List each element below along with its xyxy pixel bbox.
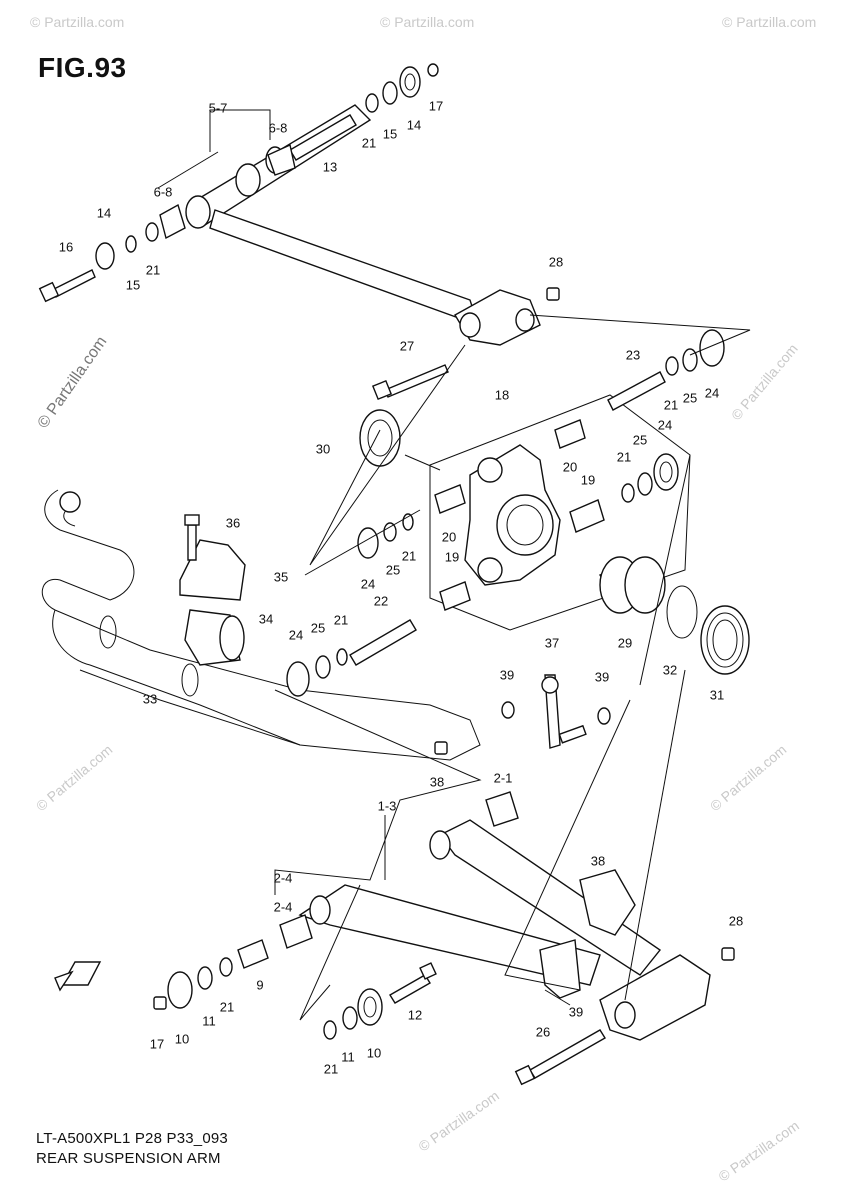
knuckle-frame-outline [429,394,691,631]
callout-2-1: 2-1 [493,770,513,786]
callout-2-4-lower: 2-4 [273,899,293,915]
front-direction-arrow-icon [54,961,102,992]
callout-24-right-mid: 24 [657,417,673,433]
callout-19-upper: 19 [580,472,596,488]
bolt-36 [184,514,200,561]
lower-arm-1-3 [298,819,711,1041]
callout-39-left: 39 [499,667,515,683]
callout-14-left: 14 [96,205,112,221]
callout-39-right: 39 [594,669,610,685]
assembly-name: REAR SUSPENSION ARM [36,1150,221,1167]
callout-27: 27 [399,338,415,354]
callout-21-lower: 21 [333,612,349,628]
callout-33: 33 [142,691,158,707]
bushings-19-20 [434,419,605,611]
callout-35: 35 [273,569,289,585]
callout-20-lower: 20 [441,529,457,545]
callout-15-top: 15 [382,126,398,142]
bearing-29 [598,556,666,614]
callout-21-bottom-left: 21 [219,999,235,1015]
nut-28-top [546,287,560,301]
callout-1-3: 1-3 [377,798,397,814]
boot-31 [700,605,750,675]
callout-25-right-mid: 25 [632,432,648,448]
watermark: © Partzilla.com [30,14,125,30]
nut-28-bottom [721,947,735,961]
callout-15-left: 15 [125,277,141,293]
callout-32: 32 [662,662,678,678]
callout-24-right-top: 24 [704,385,720,401]
callout-24-mid: 24 [360,576,376,592]
callout-23: 23 [625,347,641,363]
callout-10-bottom: 10 [366,1045,382,1061]
callout-6-8-left: 6-8 [153,184,173,200]
callout-30: 30 [315,441,331,457]
callout-28-bottom: 28 [728,913,744,929]
upper-arm-bushing-13 [265,114,357,176]
callout-19-lower: 19 [444,549,460,565]
callout-38-right: 38 [590,853,606,869]
callout-25-lower: 25 [310,620,326,636]
callout-28-top: 28 [548,254,564,270]
figure-title: FIG.93 [38,52,127,83]
circlip-32 [666,585,698,639]
bolt-12 [389,962,437,1004]
shaft-23-and-washers [607,329,725,411]
guide-lines [157,109,751,1021]
callout-26: 26 [535,1024,551,1040]
callout-36: 36 [225,515,241,531]
watermark: © Partzilla.com [380,14,475,30]
callout-21-top: 21 [361,135,377,151]
shaft-22-and-washers [286,619,417,697]
callout-38-left: 38 [429,774,445,790]
callout-34: 34 [258,611,274,627]
callout-20-upper: 20 [562,459,578,475]
bolt-16-and-washers [38,235,137,303]
washers-21-25-24-right [621,453,679,503]
callout-21-right-top: 21 [663,397,679,413]
callout-29: 29 [617,635,633,651]
callout-39-bottom: 39 [568,1004,584,1020]
callout-11-bottom: 11 [341,1049,355,1065]
bushing-34 [184,609,245,666]
callout-2-4-upper: 2-4 [273,870,293,886]
knuckle-18 [464,444,561,586]
bushings-2-1-and-2-4 [279,791,519,949]
callout-5-7: 5-7 [208,100,228,116]
callout-11-left: 11 [202,1013,216,1029]
callout-10-left: 10 [174,1031,190,1047]
bushing-6-8-left [145,203,186,242]
washers-21-25-24-left [357,513,414,559]
callout-17-top: 17 [428,98,444,114]
washers-21-11-10-bottom [323,988,383,1040]
collar-9-and-washers [153,939,269,1010]
callout-14-top: 14 [406,117,422,133]
callout-25-mid: 25 [385,562,401,578]
stabilizer-link-37 [434,674,611,755]
callout-25-right-top: 25 [682,390,698,406]
callout-21-bottom: 21 [323,1061,339,1077]
callout-12: 12 [407,1007,423,1023]
callout-21-left: 21 [145,262,161,278]
callout-6-8-top: 6-8 [268,120,288,136]
bolt-27 [371,364,449,401]
bolt-26 [514,1029,606,1086]
watermark: © Partzilla.com [722,14,817,30]
callout-18: 18 [494,387,510,403]
stabilizer-bar-33 [41,489,481,761]
washer-stack-top [365,63,439,113]
callout-9: 9 [256,977,264,993]
model-code: LT-A500XPL1 P28 P33_093 [36,1130,228,1147]
callout-21-mid: 21 [401,548,417,564]
callout-22: 22 [373,593,389,609]
callout-17-bottom: 17 [149,1036,165,1052]
callout-37: 37 [544,635,560,651]
callout-24-lower: 24 [288,627,304,643]
callout-31: 31 [709,687,725,703]
callout-21-right-mid: 21 [616,449,632,465]
callout-13: 13 [322,159,338,175]
callout-16: 16 [58,239,74,255]
